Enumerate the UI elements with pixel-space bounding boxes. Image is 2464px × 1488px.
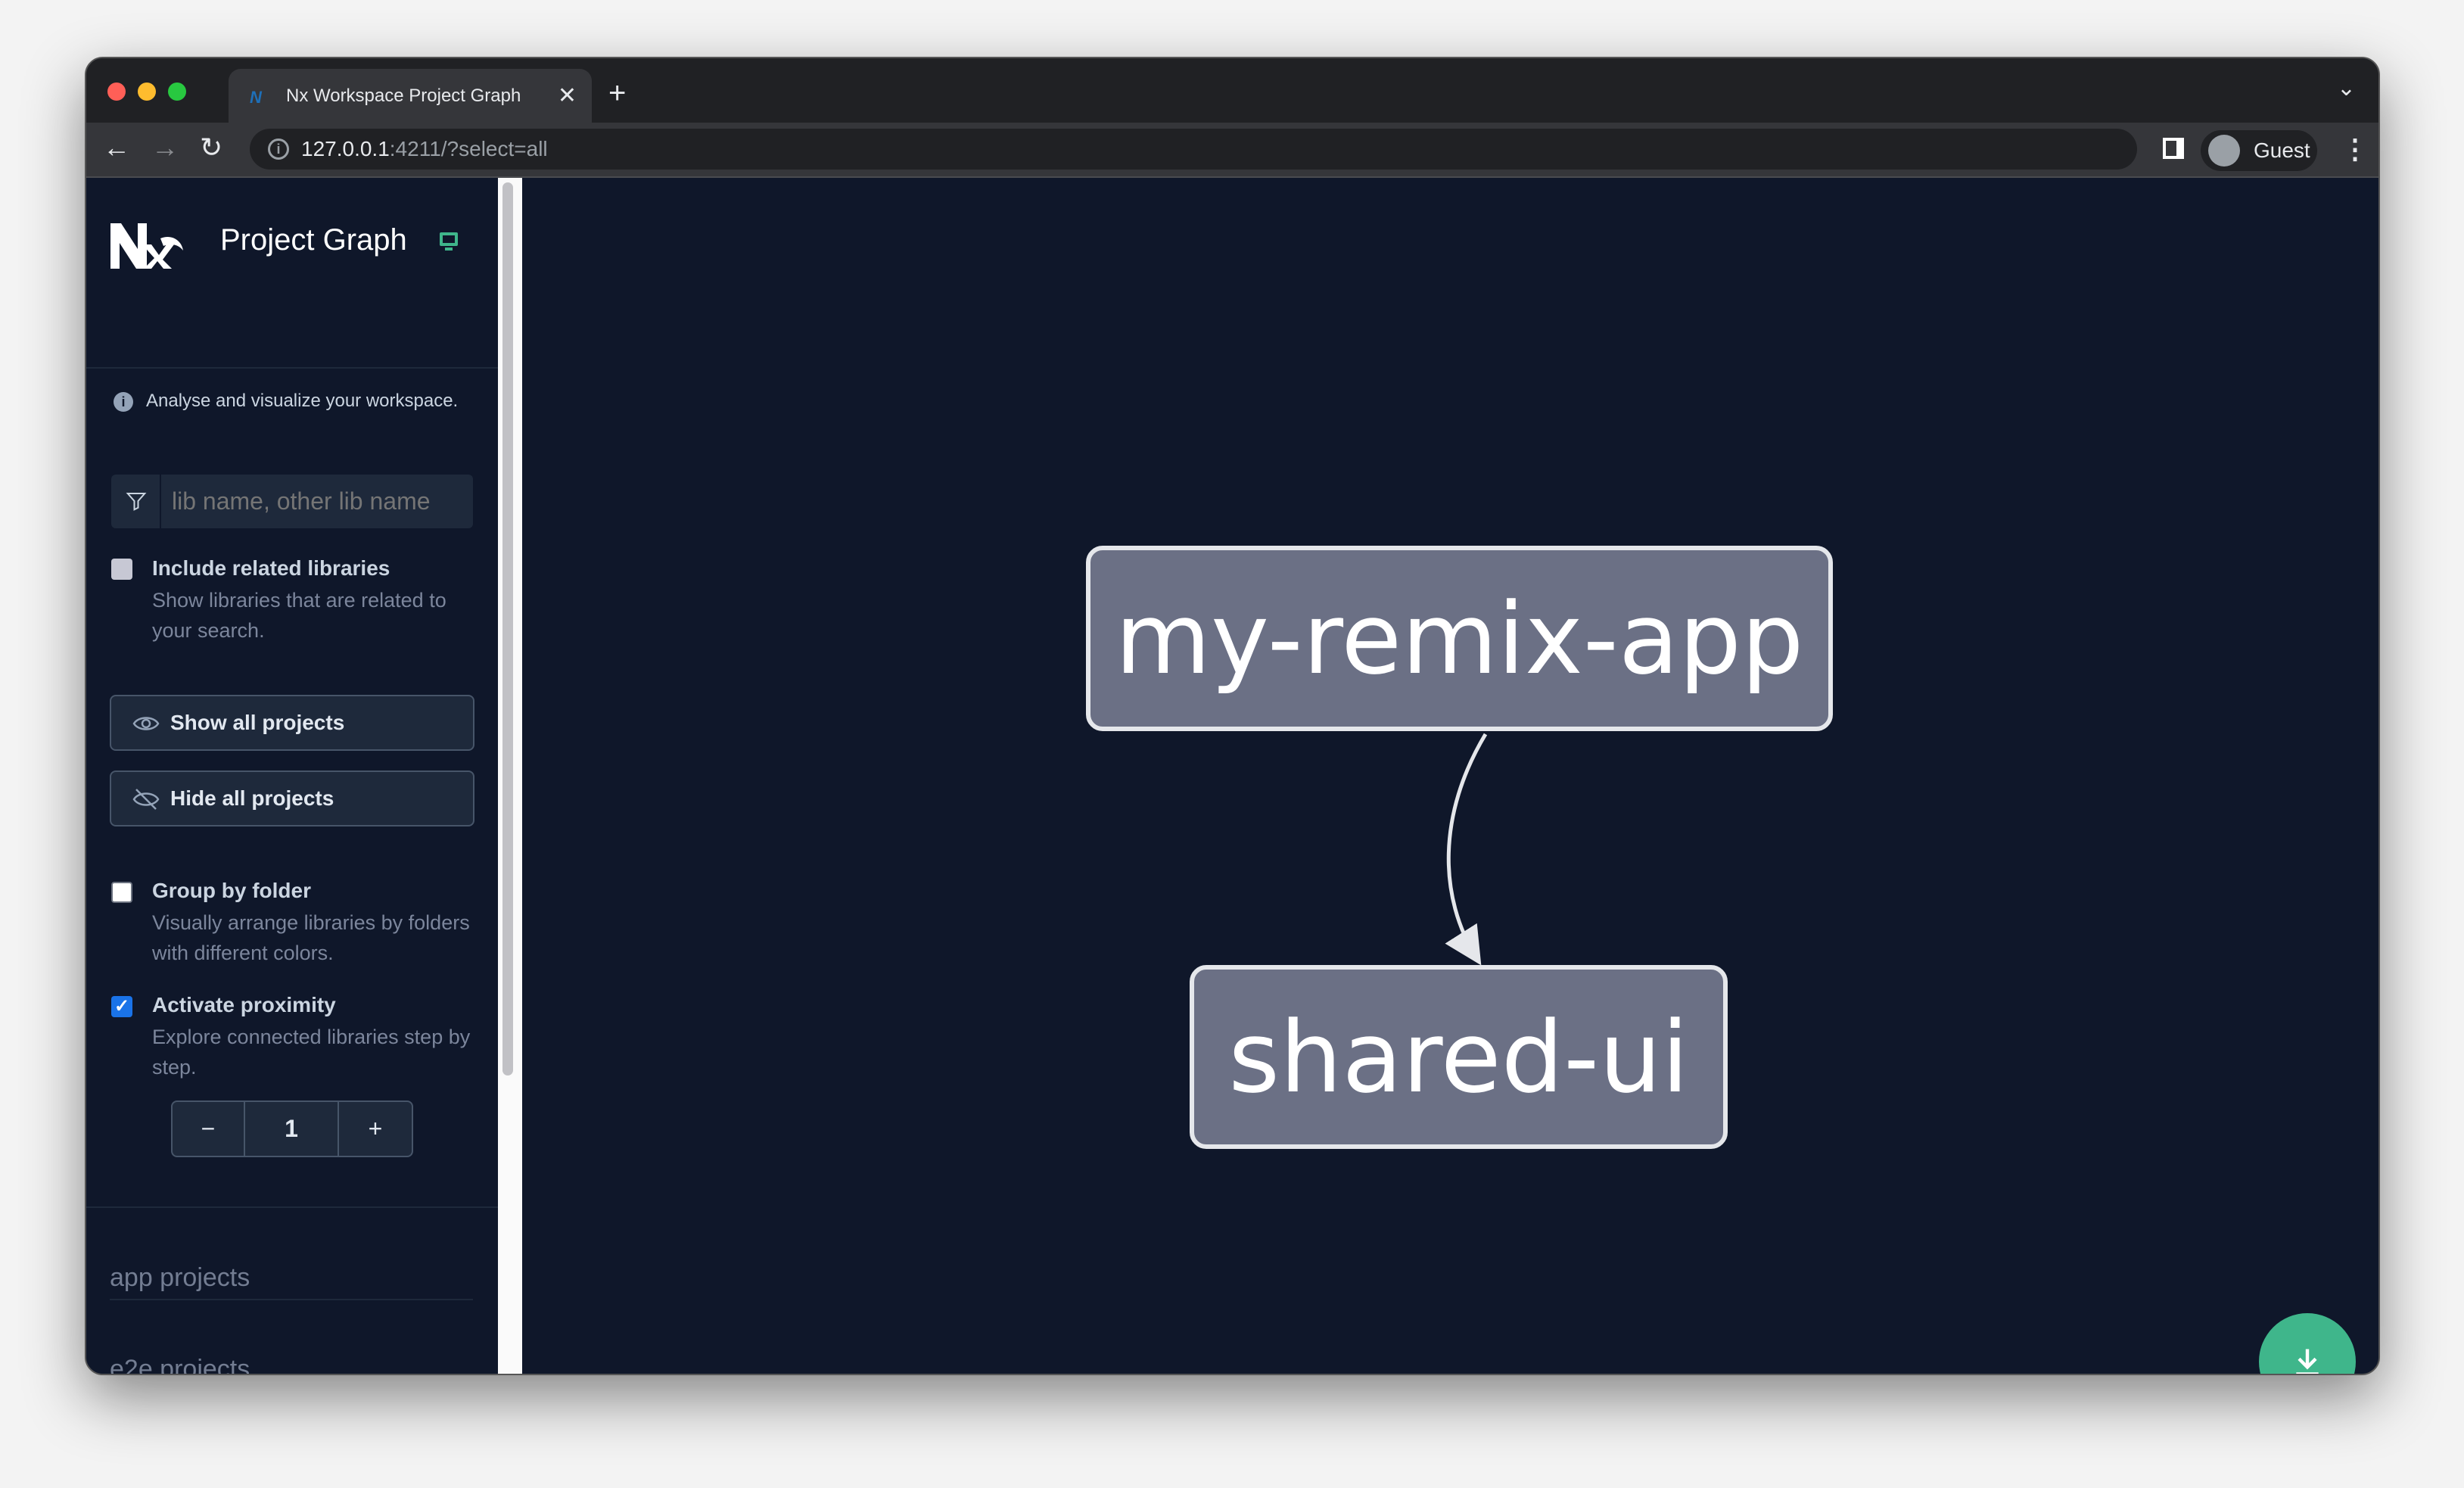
show-all-label: Show all projects [170, 711, 345, 734]
include-related-desc: Show libraries that are related to your … [152, 589, 446, 642]
avatar-icon [2208, 135, 2240, 167]
nx-favicon-icon: N [250, 87, 262, 107]
side-panel-icon[interactable] [2163, 138, 2184, 159]
graph-edges [1445, 733, 1488, 966]
scrollbar-thumb[interactable] [502, 182, 513, 1076]
maximize-window-button[interactable] [168, 82, 186, 101]
download-icon [2296, 1349, 2319, 1374]
close-window-button[interactable] [107, 82, 126, 101]
sidebar-scrollbar[interactable] [498, 178, 522, 1374]
edge-my-remix-app-to-shared-ui[interactable] [1445, 733, 1488, 966]
activate-proximity-label: Activate proximity [152, 993, 336, 1016]
include-related-checkbox[interactable] [111, 559, 132, 580]
page-title: Project Graph [220, 223, 407, 257]
include-related-label: Include related libraries [152, 556, 390, 580]
group-by-folder-checkbox[interactable] [111, 882, 132, 903]
sidebar: Project Graph i Analyse and visualize yo… [86, 178, 498, 1374]
new-tab-button[interactable]: + [608, 76, 627, 110]
group-by-folder-label: Group by folder [152, 879, 311, 902]
back-button[interactable]: ← [103, 132, 130, 163]
address-bar[interactable]: i 127.0.0.1:4211/?select=all [250, 129, 2137, 170]
proximity-value[interactable]: 1 [245, 1102, 339, 1156]
nx-logo [110, 223, 183, 269]
search-input[interactable] [161, 475, 471, 528]
node-my-remix-app[interactable]: my-remix-app [1086, 546, 1833, 731]
eye-icon [132, 717, 160, 730]
show-all-projects-button[interactable]: Show all projects [110, 695, 474, 751]
reload-button[interactable]: ↻ [200, 132, 223, 163]
info-text: Analyse and visualize your workspace. [146, 391, 459, 411]
url-host: 127.0.0.1 [301, 137, 390, 160]
tab-search-chevron-icon[interactable]: ⌄ [2336, 76, 2356, 101]
hide-all-projects-button[interactable]: Hide all projects [110, 770, 474, 826]
browser-window: N Nx Workspace Project Graph ✕ + ⌄ ← → ↻… [85, 57, 2380, 1375]
e2e-projects-section[interactable]: e2e projects [110, 1355, 473, 1374]
divider [86, 367, 498, 369]
browser-tab[interactable]: N Nx Workspace Project Graph ✕ [229, 69, 592, 123]
profile-label: Guest [2254, 139, 2310, 162]
graph-canvas[interactable]: my-remix-app shared-ui [522, 178, 2378, 1374]
info-icon: i [114, 392, 133, 412]
increment-button[interactable]: + [368, 1115, 383, 1142]
eye-off-icon [132, 789, 160, 810]
hide-all-label: Hide all projects [170, 786, 334, 810]
browser-menu-icon[interactable]: ⋮ [2341, 133, 2369, 164]
tab-title: Nx Workspace Project Graph [286, 85, 521, 106]
url-path: :4211/?select=all [389, 137, 548, 160]
activate-proximity-desc: Explore connected libraries step by step… [152, 1026, 471, 1079]
close-tab-icon[interactable]: ✕ [557, 83, 577, 108]
app-projects-section[interactable]: app projects [110, 1263, 473, 1300]
node-shared-ui[interactable]: shared-ui [1190, 965, 1728, 1149]
group-by-folder-desc: Visually arrange libraries by folders wi… [152, 911, 470, 964]
activate-proximity-checkbox[interactable]: ✓ [111, 996, 132, 1017]
monitor-icon[interactable] [437, 231, 460, 254]
filter-icon [126, 493, 147, 511]
proximity-stepper: − 1 + [171, 1100, 413, 1157]
profile-button[interactable]: Guest [2201, 130, 2317, 171]
search-field [111, 475, 473, 528]
decrement-button[interactable]: − [173, 1102, 245, 1156]
tab-bar: N Nx Workspace Project Graph ✕ + ⌄ [86, 58, 2378, 123]
minimize-window-button[interactable] [138, 82, 156, 101]
divider [86, 1206, 498, 1208]
browser-toolbar: ← → ↻ i 127.0.0.1:4211/?select=all Guest… [86, 123, 2378, 178]
forward-button[interactable]: → [151, 132, 179, 163]
site-info-icon[interactable]: i [268, 139, 289, 160]
